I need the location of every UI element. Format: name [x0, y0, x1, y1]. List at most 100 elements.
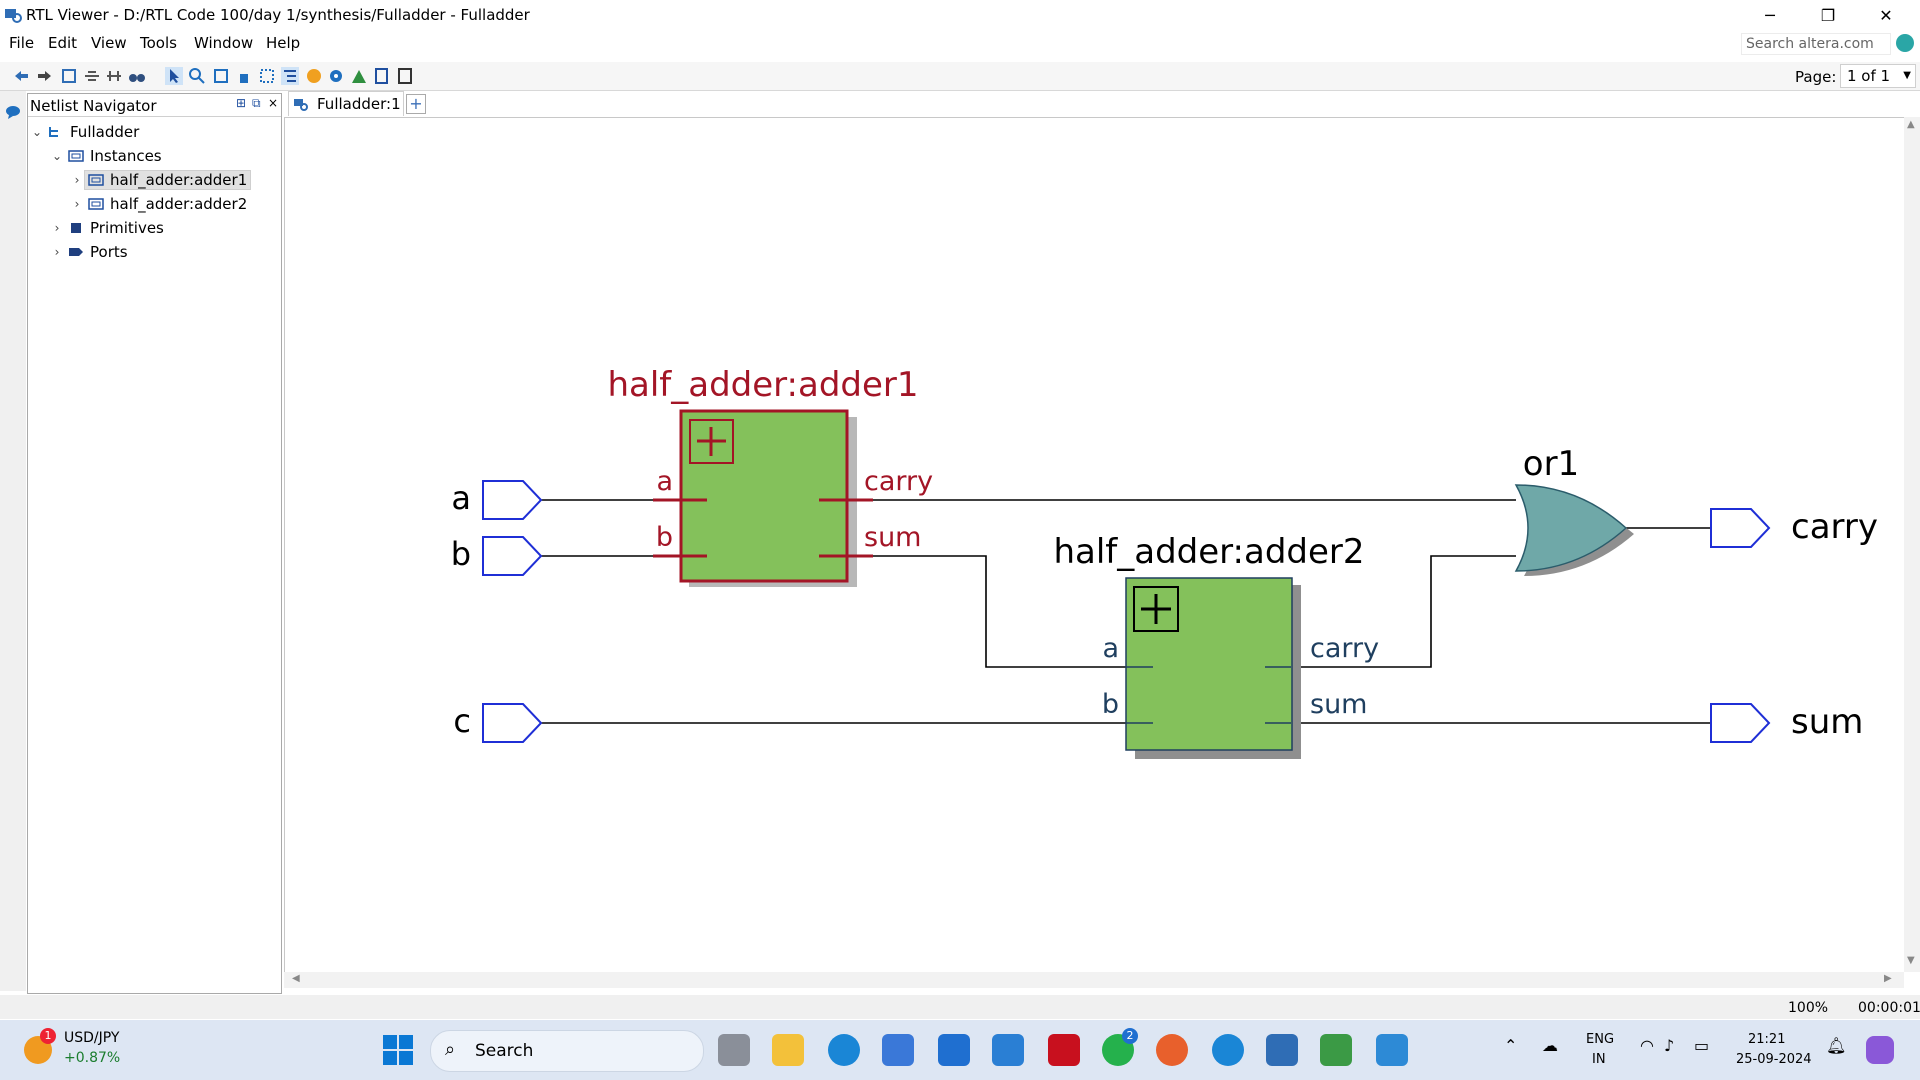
- output-port-carry[interactable]: [1710, 508, 1771, 548]
- back-icon[interactable]: [13, 67, 31, 85]
- myhp-icon[interactable]: [938, 1034, 970, 1066]
- notification-bell-icon[interactable]: 🔔︎: [1826, 1036, 1847, 1055]
- copilot-icon[interactable]: [1866, 1036, 1894, 1064]
- refresh-icon[interactable]: [60, 67, 78, 85]
- clock-date[interactable]: 25-09-2024: [1736, 1052, 1812, 1067]
- language[interactable]: ENG: [1586, 1032, 1615, 1047]
- color-icon[interactable]: [305, 67, 323, 85]
- scroll-down-icon[interactable]: ▼: [1907, 955, 1915, 966]
- output-port-sum[interactable]: [1710, 703, 1771, 743]
- battery-icon[interactable]: ▭: [1694, 1036, 1710, 1055]
- elapsed-time: 00:00:01: [1858, 1000, 1920, 1016]
- scroll-right-icon[interactable]: ▶: [1884, 973, 1892, 984]
- photos-icon[interactable]: [1376, 1034, 1408, 1066]
- tree-ports[interactable]: › Ports: [30, 240, 251, 264]
- pin-icon[interactable]: ⊞: [236, 96, 247, 110]
- wire-adder1-sum[interactable]: [846, 555, 1126, 668]
- close-button[interactable]: ✕: [1879, 5, 1893, 25]
- close-panel-icon[interactable]: ×: [268, 96, 279, 110]
- tree-root[interactable]: ⌄ Fulladder: [30, 120, 251, 144]
- menu-tools[interactable]: Tools: [140, 34, 177, 52]
- select-tool-icon[interactable]: [165, 67, 183, 85]
- mcafee-icon[interactable]: [1048, 1034, 1080, 1066]
- rtl-viewer-task-icon[interactable]: [1266, 1034, 1298, 1066]
- task-view-icon[interactable]: [718, 1034, 750, 1066]
- find-icon[interactable]: [128, 67, 146, 85]
- page-icon[interactable]: [396, 67, 414, 85]
- fit-window-icon[interactable]: [212, 67, 230, 85]
- expand-plus-icon[interactable]: [1133, 586, 1179, 632]
- schematic-canvas[interactable]: a b c carry sum half_adder:adder1 a b ca…: [284, 117, 1905, 973]
- selected-item[interactable]: half_adder:adder1: [84, 170, 252, 190]
- minimize-button[interactable]: ─: [1765, 5, 1775, 25]
- input-port-a[interactable]: [482, 480, 543, 520]
- menu-file[interactable]: File: [9, 34, 35, 52]
- chevron-right-icon[interactable]: ›: [54, 245, 60, 259]
- half-adder-1-block[interactable]: [653, 409, 873, 587]
- float-icon[interactable]: ⧉: [252, 96, 261, 110]
- page-select[interactable]: 1 of 1 ▼: [1840, 64, 1916, 88]
- hand-icon[interactable]: [235, 67, 253, 85]
- wifi-icon[interactable]: ◠: [1640, 1036, 1654, 1055]
- expand-plus-icon[interactable]: [689, 419, 734, 464]
- tree-instance-adder1[interactable]: › half_adder:adder1: [30, 168, 252, 192]
- instance-icon: [68, 150, 84, 162]
- taskbar-search[interactable]: ⌕ Search: [430, 1030, 704, 1072]
- store-icon[interactable]: [882, 1034, 914, 1066]
- export-icon[interactable]: [373, 67, 391, 85]
- firefox-icon[interactable]: [1156, 1034, 1188, 1066]
- tree-primitives-label: Primitives: [90, 219, 164, 237]
- rtl-viewer-app-icon: [5, 9, 22, 23]
- restore-button[interactable]: ❐: [1820, 5, 1836, 25]
- marquee-icon[interactable]: [258, 67, 276, 85]
- chat-icon[interactable]: [5, 104, 21, 120]
- tree-instances[interactable]: ⌄ Instances: [30, 144, 251, 168]
- wire-adder2-carry[interactable]: [1291, 555, 1516, 668]
- port-icon: [69, 248, 83, 256]
- file-explorer-icon[interactable]: [772, 1034, 804, 1066]
- help-icon[interactable]: [1212, 1034, 1244, 1066]
- collapse-icon[interactable]: [83, 67, 101, 85]
- zoom-icon[interactable]: [188, 67, 206, 85]
- horizontal-scrollbar[interactable]: ◀ ▶: [284, 972, 1904, 988]
- menu-edit[interactable]: Edit: [48, 34, 78, 52]
- hierarchy-icon[interactable]: [281, 67, 299, 85]
- add-tab-button[interactable]: +: [406, 94, 426, 114]
- tab-fulladder[interactable]: Fulladder:1: [288, 91, 404, 116]
- chevron-right-icon[interactable]: ›: [74, 173, 80, 187]
- vertical-scrollbar[interactable]: ▲ ▼: [1904, 117, 1920, 972]
- scroll-left-icon[interactable]: ◀: [292, 973, 300, 984]
- tree-primitives[interactable]: › Primitives: [30, 216, 251, 240]
- settings-icon[interactable]: [327, 67, 345, 85]
- quartus-icon[interactable]: [1320, 1034, 1352, 1066]
- expand-icon[interactable]: [105, 67, 123, 85]
- chart-icon[interactable]: [350, 67, 368, 85]
- input-port-b[interactable]: [482, 536, 543, 576]
- half-adder-2-block[interactable]: [1125, 577, 1301, 759]
- chevron-down-icon[interactable]: ⌄: [51, 149, 63, 163]
- menu-view[interactable]: View: [91, 34, 127, 52]
- chevron-up-icon[interactable]: ⌃: [1504, 1036, 1518, 1055]
- windows-start-icon[interactable]: [382, 1034, 414, 1066]
- navigator-header: Netlist Navigator ⊞ ⧉ ×: [28, 94, 281, 117]
- clock-time[interactable]: 21:21: [1748, 1032, 1786, 1047]
- menu-window[interactable]: Window: [194, 34, 254, 52]
- chevron-right-icon[interactable]: ›: [54, 221, 60, 235]
- menu-help[interactable]: Help: [266, 34, 301, 52]
- search-input[interactable]: Search altera.com: [1741, 33, 1891, 55]
- region[interactable]: IN: [1592, 1052, 1606, 1067]
- forward-icon[interactable]: [35, 67, 53, 85]
- globe-icon[interactable]: [1896, 34, 1914, 52]
- or-gate-or1[interactable]: [1514, 484, 1634, 576]
- onedrive-icon[interactable]: ☁: [1542, 1036, 1558, 1055]
- notepad-icon[interactable]: [992, 1034, 1024, 1066]
- input-port-c[interactable]: [482, 703, 543, 743]
- output-carry-label: carry: [1791, 507, 1878, 547]
- chevron-down-icon[interactable]: ⌄: [31, 125, 43, 139]
- chevron-right-icon[interactable]: ›: [74, 197, 80, 211]
- volume-icon[interactable]: ♪: [1664, 1036, 1675, 1055]
- tree-instance-adder2[interactable]: › half_adder:adder2: [30, 192, 251, 216]
- scroll-up-icon[interactable]: ▲: [1907, 119, 1915, 130]
- adder1-pin-carry: carry: [864, 466, 933, 497]
- edge-icon[interactable]: [828, 1034, 860, 1066]
